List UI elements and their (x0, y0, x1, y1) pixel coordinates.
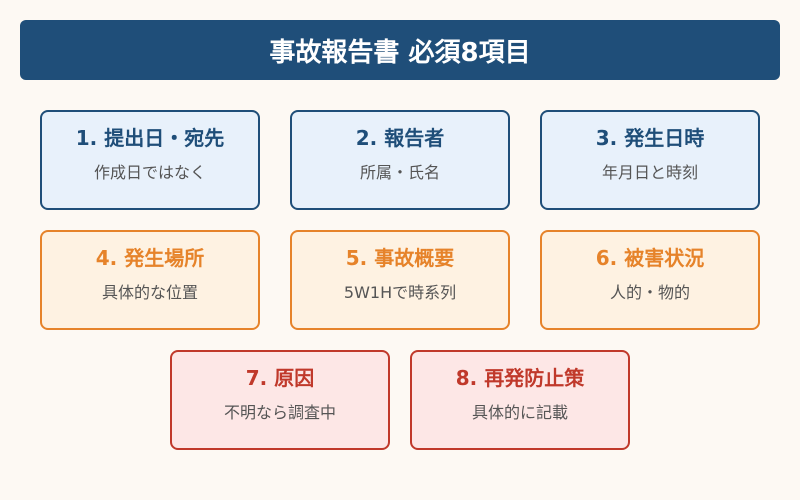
item-description: 具体的な位置 (101, 283, 198, 302)
item-card-7: 7. 原因 不明なら調査中 (170, 350, 390, 450)
item-description: 年月日と時刻 (601, 163, 698, 182)
item-title: 3. 発生日時 (595, 126, 705, 150)
item-title: 2. 報告者 (355, 126, 445, 150)
item-description: 具体的に記載 (471, 403, 568, 422)
item-card-5: 5. 事故概要 5W1Hで時系列 (290, 230, 510, 330)
item-description: 作成日ではなく (93, 163, 206, 182)
item-description: 不明なら調査中 (223, 403, 336, 422)
item-card-2: 2. 報告者 所属・氏名 (290, 110, 510, 210)
item-card-8: 8. 再発防止策 具体的に記載 (410, 350, 630, 450)
item-card-4: 4. 発生場所 具体的な位置 (40, 230, 260, 330)
header-banner: 事故報告書 必須8項目 (20, 20, 780, 80)
item-title: 1. 提出日・宛先 (75, 126, 225, 150)
item-description: 5W1Hで時系列 (343, 283, 457, 302)
item-title: 6. 被害状況 (595, 246, 705, 270)
item-description: 人的・物的 (609, 283, 690, 302)
item-title: 5. 事故概要 (345, 246, 455, 270)
item-card-1: 1. 提出日・宛先 作成日ではなく (40, 110, 260, 210)
item-card-6: 6. 被害状況 人的・物的 (540, 230, 760, 330)
page-title: 事故報告書 必須8項目 (269, 37, 531, 68)
item-title: 4. 発生場所 (95, 246, 205, 270)
item-title: 8. 再発防止策 (455, 366, 585, 390)
item-title: 7. 原因 (245, 366, 315, 390)
item-description: 所属・氏名 (359, 163, 440, 182)
item-card-3: 3. 発生日時 年月日と時刻 (540, 110, 760, 210)
